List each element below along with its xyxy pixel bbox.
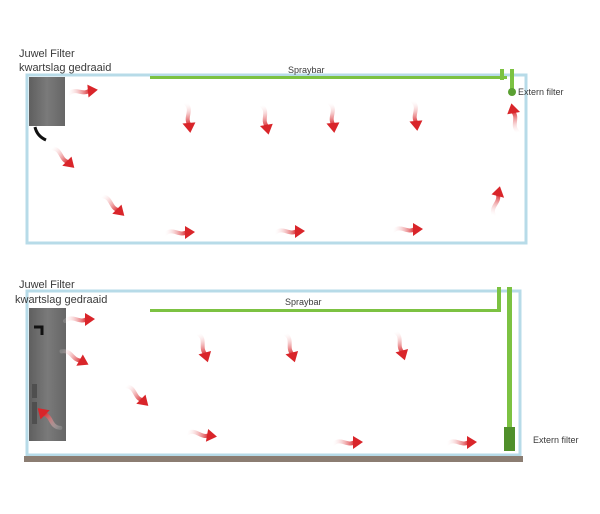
flow-arrow-icon: [322, 100, 343, 136]
tank-outline: [25, 73, 528, 245]
filter-title-line1: Juwel Filter: [19, 279, 75, 291]
flow-arrow-icon: [184, 423, 220, 446]
flow-arrow-icon: [178, 100, 199, 136]
flow-arrow-icon: [388, 327, 413, 365]
external-filter: [508, 88, 516, 96]
tank-outline: [25, 289, 522, 457]
flow-arrow-icon: [48, 142, 78, 172]
flow-arrow-icon: [331, 434, 365, 451]
spraybar: [150, 309, 499, 312]
outlet-pipe: [507, 287, 512, 429]
filter-intake-slot: [32, 402, 37, 424]
inlet-pipe: [497, 287, 501, 312]
filter-intake-slot: [32, 384, 37, 398]
flow-arrow-icon: [445, 434, 479, 451]
flow-arrow-icon: [254, 102, 277, 138]
flow-arrow-icon: [391, 221, 425, 238]
outlet-pipe: [510, 69, 514, 89]
external-filter: [504, 427, 515, 451]
flow-arrow-icon: [163, 224, 197, 241]
flow-arrow-icon: [65, 81, 101, 102]
flow-arrow-icon: [122, 380, 152, 410]
flow-arrow-icon: [503, 100, 526, 136]
panel-bottom: Juwel Filter kwartslag gedraaid Spraybar…: [15, 279, 579, 462]
spraybar-label: Spraybar: [285, 297, 322, 307]
spraybar-label: Spraybar: [288, 65, 325, 75]
filter-title-line1: Juwel Filter: [19, 48, 75, 60]
filter-title-line2: kwartslag gedraaid: [19, 62, 111, 74]
flow-arrow-icon: [484, 182, 509, 220]
filter-title-line2: kwartslag gedraaid: [15, 294, 107, 306]
spraybar: [150, 76, 507, 79]
external-filter-label: Extern filter: [533, 435, 579, 445]
flow-arrow-icon: [191, 329, 216, 367]
tank-stand: [24, 456, 523, 462]
flow-arrow-icon: [98, 190, 128, 220]
flow-arrow-icon: [63, 311, 97, 328]
external-filter-label: Extern filter: [518, 87, 564, 97]
flow-arrow-icon: [405, 98, 426, 134]
panel-top: Juwel Filter kwartslag gedraaid Spraybar…: [19, 48, 564, 245]
outlet-pipe-icon: [34, 325, 44, 335]
inlet-pipe: [500, 69, 504, 80]
outlet-pipe-icon: [33, 126, 47, 142]
flow-arrow-icon: [273, 223, 307, 240]
flow-arrow-icon: [278, 329, 303, 367]
juwel-filter-body: [29, 77, 65, 126]
